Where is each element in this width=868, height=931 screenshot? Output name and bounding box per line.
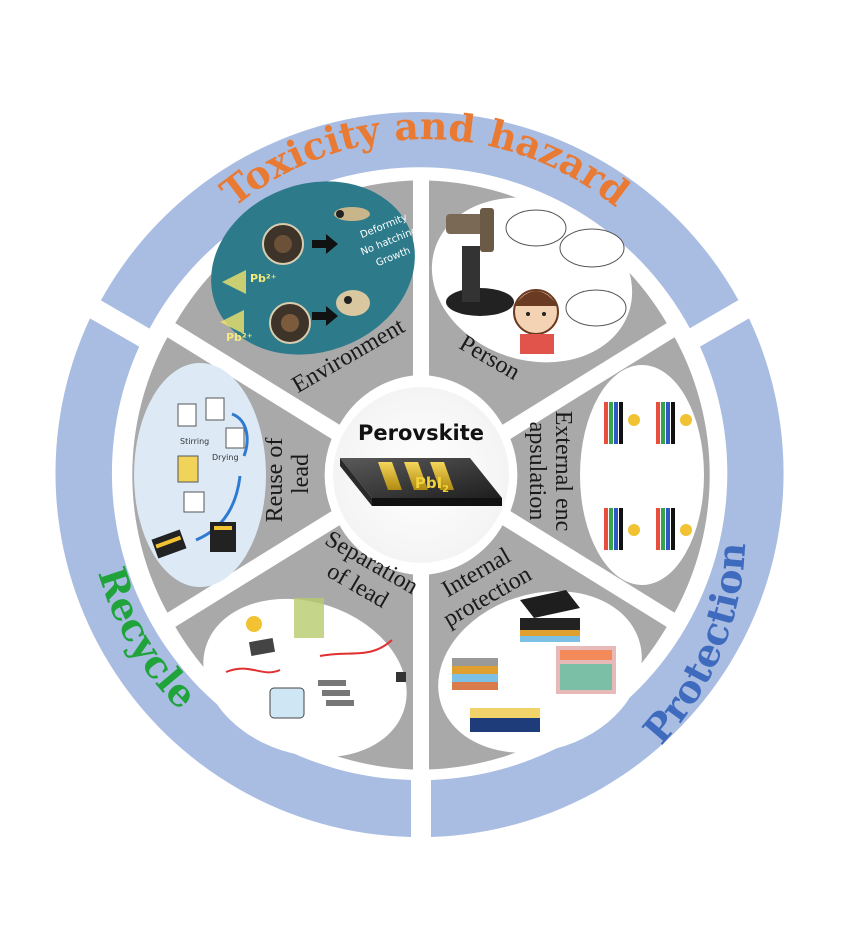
process-arrow xyxy=(195,475,242,542)
process-arrow xyxy=(319,639,393,657)
device-stack-2 xyxy=(656,402,675,444)
process-arrow xyxy=(225,667,281,674)
step-stirring: Stirring xyxy=(180,437,209,446)
sun-icon xyxy=(680,524,692,536)
device-block-dark xyxy=(520,590,580,618)
speech-bubble-1 xyxy=(505,209,567,247)
sun-icon xyxy=(628,414,640,426)
speech-bubble-3 xyxy=(565,289,627,327)
beaker-icon xyxy=(177,455,199,483)
device-layers-left xyxy=(452,658,498,666)
reuse-illustration: Stirring Drying xyxy=(134,363,266,587)
crystal-structure-icon xyxy=(294,598,324,638)
sun-icon xyxy=(628,524,640,536)
label-external-2: apsulation xyxy=(524,422,550,521)
arrow-icon xyxy=(312,234,338,254)
person-illustration xyxy=(431,197,633,363)
arrow-icon xyxy=(312,306,338,326)
label-reuse-2: lead xyxy=(288,454,314,494)
sun-icon xyxy=(246,616,262,632)
device-stack-4 xyxy=(656,508,675,550)
beaker-icon xyxy=(269,687,305,719)
outer-ring xyxy=(55,112,784,837)
beaker-icon xyxy=(183,491,205,513)
larva-image-2 xyxy=(336,290,370,316)
device-layers-bottom xyxy=(470,708,540,718)
device-stack-3 xyxy=(604,508,623,550)
internal-protection-illustration xyxy=(438,590,642,753)
pb-ion-label-1: Pb²⁺ xyxy=(250,272,277,285)
external-encapsulation-illustration xyxy=(580,365,704,585)
step-drying: Drying xyxy=(212,453,239,462)
speech-bubble-2 xyxy=(559,228,625,268)
gold-contact xyxy=(404,462,428,490)
perovskite-device: Perovskite PbI2 xyxy=(340,421,502,506)
environment-illustration: Deformity No hatching Growth Pb²⁺ Pb²⁺ xyxy=(211,181,419,355)
ring-sector-protection xyxy=(431,318,784,837)
device-stack-1 xyxy=(604,402,623,444)
separation-illustration xyxy=(203,598,407,758)
center-title: Perovskite xyxy=(358,421,484,445)
beaker-icon xyxy=(225,427,245,449)
ring-sector-toxicity xyxy=(100,112,739,329)
process-arrow xyxy=(231,412,249,457)
ring-sector-recycle xyxy=(55,318,411,837)
gold-contact xyxy=(430,462,454,490)
segment-labels: Environment Person External enc apsulati… xyxy=(262,313,576,632)
larva-image-1 xyxy=(334,207,370,221)
pb-ion-label-2: Pb²⁺ xyxy=(226,331,253,344)
beaker-icon xyxy=(177,403,197,427)
beaker-icon xyxy=(205,397,225,421)
solar-panel-icon xyxy=(248,638,276,656)
sun-icon xyxy=(680,414,692,426)
label-external-1: External enc xyxy=(550,411,576,532)
gold-contact xyxy=(378,462,402,490)
label-reuse-1: Reuse of xyxy=(262,438,288,523)
chip-label: PbI2 xyxy=(415,474,449,495)
